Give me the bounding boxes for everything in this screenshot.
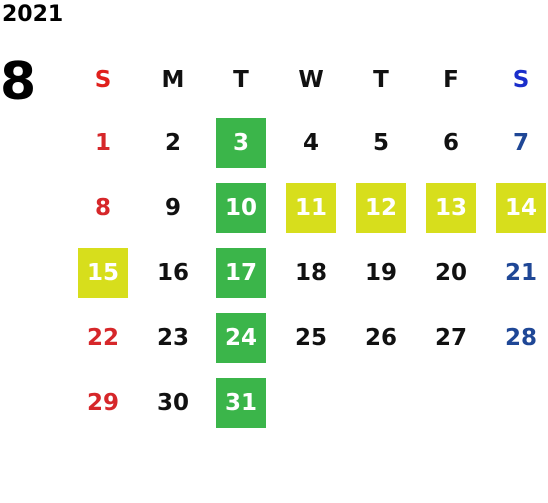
weekday-header: S	[512, 67, 530, 93]
day-number: 23	[156, 325, 189, 351]
day-cell[interactable]: 26	[346, 313, 416, 363]
day-number: 5	[372, 130, 389, 156]
day-cell[interactable]: 25	[276, 313, 346, 363]
week-row: 8 9 10 11 12 13 14	[68, 183, 548, 248]
day-cell[interactable]: 30	[138, 378, 208, 428]
day-cell[interactable]: 7	[486, 118, 548, 168]
day-number: 25	[294, 325, 327, 351]
weekday-header: T	[233, 67, 249, 93]
day-cell[interactable]: 28	[486, 313, 548, 363]
week-row: 29 30 31	[68, 378, 548, 443]
day-cell[interactable]: 22	[68, 313, 138, 363]
highlighted-day: 15	[78, 248, 128, 298]
day-cell[interactable]: 10	[206, 183, 276, 233]
day-cell[interactable]: 29	[68, 378, 138, 428]
day-cell[interactable]: 11	[276, 183, 346, 233]
weekday-header: M	[161, 67, 185, 93]
day-number: 19	[364, 260, 397, 286]
day-number: 16	[156, 260, 189, 286]
day-number: 22	[86, 325, 119, 351]
day-cell[interactable]: 18	[276, 248, 346, 298]
highlighted-day: 14	[496, 183, 546, 233]
week-row: 15 16 17 18 19 20 21	[68, 248, 548, 313]
day-cell[interactable]: 19	[346, 248, 416, 298]
day-cell[interactable]: 3	[206, 118, 276, 168]
day-cell[interactable]: 15	[68, 248, 138, 298]
day-cell[interactable]: 2	[138, 118, 208, 168]
weekday-header: S	[94, 67, 112, 93]
weekday-header: W	[298, 67, 324, 93]
day-cell[interactable]: 24	[206, 313, 276, 363]
day-number: 18	[294, 260, 327, 286]
day-cell[interactable]: 13	[416, 183, 486, 233]
month-number: 8	[0, 52, 37, 112]
day-number: 20	[434, 260, 467, 286]
highlighted-day: 13	[426, 183, 476, 233]
day-number: 9	[164, 195, 181, 221]
day-number: 4	[302, 130, 319, 156]
week-row: 1 2 3 4 5 6 7	[68, 118, 548, 183]
day-number: 6	[442, 130, 459, 156]
day-cell[interactable]: 9	[138, 183, 208, 233]
day-cell[interactable]: 20	[416, 248, 486, 298]
day-number: 8	[94, 195, 111, 221]
day-cell[interactable]: 5	[346, 118, 416, 168]
day-cell[interactable]: 6	[416, 118, 486, 168]
day-number: 29	[86, 390, 119, 416]
highlighted-day: 3	[216, 118, 266, 168]
day-cell[interactable]: 16	[138, 248, 208, 298]
day-number: 27	[434, 325, 467, 351]
highlighted-day: 24	[216, 313, 266, 363]
day-number: 1	[94, 130, 111, 156]
day-number: 2	[164, 130, 181, 156]
weekday-header: T	[373, 67, 389, 93]
day-cell[interactable]: 23	[138, 313, 208, 363]
day-cell[interactable]: 1	[68, 118, 138, 168]
weekday-header: F	[443, 67, 459, 93]
day-cell[interactable]: 8	[68, 183, 138, 233]
year-label: 2021	[2, 2, 64, 27]
highlighted-day: 11	[286, 183, 336, 233]
day-number: 7	[512, 130, 529, 156]
day-cell[interactable]: 27	[416, 313, 486, 363]
day-number: 26	[364, 325, 397, 351]
day-number: 21	[504, 260, 537, 286]
highlighted-day: 12	[356, 183, 406, 233]
day-cell[interactable]: 4	[276, 118, 346, 168]
day-cell[interactable]: 12	[346, 183, 416, 233]
highlighted-day: 17	[216, 248, 266, 298]
day-cell[interactable]: 31	[206, 378, 276, 428]
highlighted-day: 10	[216, 183, 266, 233]
day-number: 30	[156, 390, 189, 416]
day-cell[interactable]: 17	[206, 248, 276, 298]
day-cell[interactable]: 14	[486, 183, 548, 233]
week-row: 22 23 24 25 26 27 28	[68, 313, 548, 378]
day-number: 28	[504, 325, 537, 351]
highlighted-day: 31	[216, 378, 266, 428]
day-cell[interactable]: 21	[486, 248, 548, 298]
